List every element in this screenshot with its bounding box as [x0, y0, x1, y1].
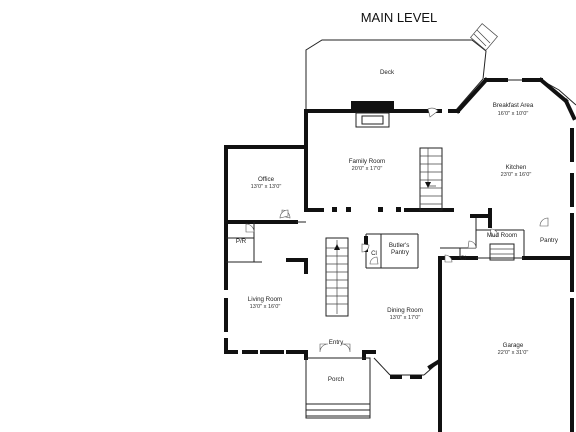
doors	[245, 107, 549, 353]
room-label-dining: Dining Room	[387, 307, 423, 314]
room-label-kitchen: Kitchen	[506, 164, 527, 171]
room-label-entry: Entry	[329, 339, 344, 346]
stairs-up	[419, 147, 443, 211]
room-label-deck: Deck	[380, 69, 395, 76]
exterior-walls	[224, 77, 576, 432]
porch-outline	[305, 357, 371, 419]
room-label-pr: P/R	[236, 238, 247, 245]
room-label-office: Office	[258, 176, 275, 183]
room-label-pantry: Pantry	[540, 237, 559, 244]
room-dims-living: 13'0" x 16'0"	[250, 304, 281, 310]
room-dims-family: 20'0" x 17'0"	[352, 166, 383, 172]
room-label-butlers-pantry: Butler's Pantry	[389, 242, 411, 256]
stairs-down	[325, 237, 349, 317]
room-label-closet-1: Cl	[371, 250, 377, 257]
room-label-garage: Garage	[503, 342, 524, 349]
plan-title: MAIN LEVEL	[361, 10, 438, 25]
room-dims-kitchen: 23'0" x 16'0"	[501, 172, 532, 178]
interior-walls	[226, 207, 574, 360]
room-label-mudroom: Mud Room	[487, 232, 517, 239]
fireplace	[351, 101, 394, 128]
room-label-porch: Porch	[328, 376, 345, 383]
room-dims-garage: 22'0" x 31'0"	[498, 350, 529, 356]
room-dims-office: 13'0" x 13'0"	[251, 184, 282, 190]
room-label-family: Family Room	[349, 158, 385, 165]
room-dims-dining: 13'0" x 17'0"	[390, 315, 421, 321]
room-label-living: Living Room	[248, 296, 282, 303]
deck-outline	[305, 23, 576, 113]
room-label-breakfast: Breakfast Area	[493, 102, 534, 109]
room-label-closet-2: Cl	[460, 255, 466, 262]
room-dims-breakfast: 16'0" x 10'0"	[498, 111, 529, 117]
